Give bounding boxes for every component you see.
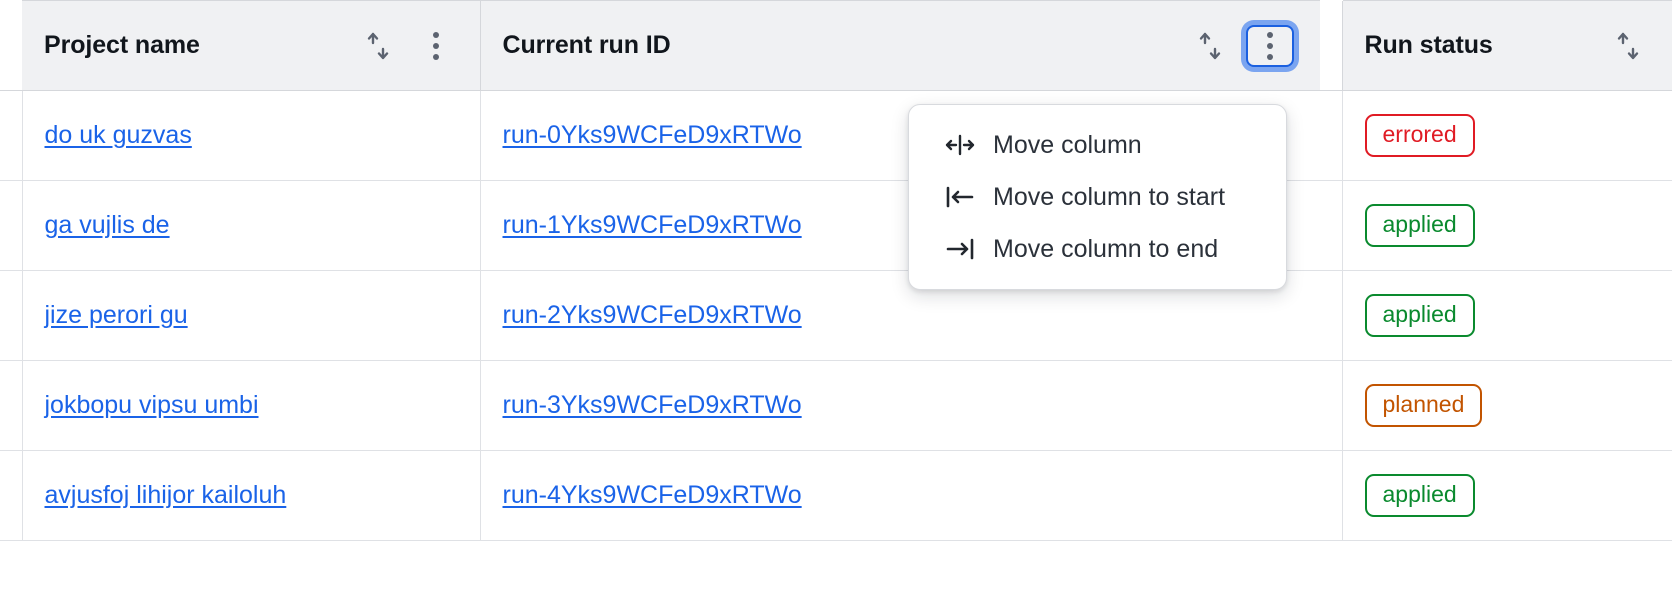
cell-run-status: applied (1341, 270, 1672, 361)
project-name-link[interactable]: do uk guzvas (44, 121, 192, 149)
current-run-id-link[interactable]: run-4Yks9WCFeD9xRTWo (502, 481, 802, 509)
status-badge: planned (1364, 384, 1483, 427)
project-name-link[interactable]: jokbopu vipsu umbi (44, 391, 259, 419)
current-run-id-link[interactable]: run-3Yks9WCFeD9xRTWo (502, 391, 802, 419)
sort-icon-project-name[interactable] (356, 24, 400, 68)
row-select-cell[interactable] (0, 360, 23, 451)
row-select-cell[interactable] (0, 180, 23, 271)
spacer-cell (1320, 360, 1343, 451)
column-header-label-current-run-id: Current run ID (502, 31, 671, 59)
table-row: do uk guzvas run-0Yks9WCFeD9xRTWo errored (0, 90, 1672, 181)
project-name-link[interactable]: jize perori gu (44, 301, 188, 329)
spacer-header-cell (1320, 0, 1342, 91)
cell-run-status: applied (1341, 450, 1672, 541)
more-options-icon-current-run-id[interactable] (1246, 24, 1294, 67)
table-row: jokbopu vipsu umbi run-3Yks9WCFeD9xRTWo pl… (0, 360, 1672, 451)
more-options-icon-project-name[interactable] (414, 24, 458, 68)
spacer-cell (1320, 450, 1343, 541)
column-header-current-run-id[interactable]: Current run ID (479, 0, 1320, 91)
column-context-menu[interactable]: Move column Move column to start Move co… (908, 104, 1287, 290)
move-column-icon (945, 130, 975, 160)
current-run-id-link[interactable]: run-0Yks9WCFeD9xRTWo (502, 121, 802, 149)
move-column-to-end-icon (945, 234, 975, 264)
spacer-cell (1320, 180, 1343, 271)
kebab-dots-icon (432, 31, 439, 60)
status-badge: applied (1364, 204, 1475, 247)
cell-project-name: jize perori gu (22, 270, 480, 361)
column-tools-current-run-id (1188, 24, 1298, 68)
column-header-project-name[interactable]: Project name (22, 0, 480, 91)
menu-item-move-column[interactable]: Move column (909, 119, 1286, 171)
table-body: do uk guzvas run-0Yks9WCFeD9xRTWo errored g… (0, 90, 1672, 541)
row-select-cell[interactable] (0, 270, 23, 361)
cell-run-status: applied (1341, 180, 1672, 271)
current-run-id-link[interactable]: run-2Yks9WCFeD9xRTWo (502, 301, 802, 329)
row-select-cell[interactable] (0, 450, 23, 541)
menu-item-label-move-column-to-start: Move column to start (993, 182, 1226, 211)
table-row: jize perori gu run-2Yks9WCFeD9xRTWo applie… (0, 270, 1672, 361)
column-header-label-project-name: Project name (44, 31, 200, 59)
spacer-cell (1320, 90, 1343, 181)
current-run-id-link[interactable]: run-1Yks9WCFeD9xRTWo (502, 211, 802, 239)
table-row: ga vujlis de run-1Yks9WCFeD9xRTWo applied (0, 180, 1672, 271)
column-header-run-status[interactable]: Run status (1341, 0, 1672, 91)
kebab-dots-icon-focused (1267, 31, 1273, 60)
cell-current-run-id: run-4Yks9WCFeD9xRTWo (479, 450, 1320, 541)
column-header-label-run-status: Run status (1364, 31, 1493, 59)
table-row: avjusfoj lihijor kailoluh run-4Yks9WCFeD9… (0, 450, 1672, 541)
cell-run-status: planned (1341, 360, 1672, 451)
column-tools-run-status (1606, 24, 1650, 68)
project-name-link[interactable]: ga vujlis de (44, 211, 170, 239)
menu-item-label-move-column-to-end: Move column to end (993, 234, 1219, 263)
row-select-header-cell (0, 0, 22, 91)
table-header-row: Project name (0, 0, 1672, 91)
cell-project-name: ga vujlis de (22, 180, 480, 271)
status-badge: errored (1364, 114, 1475, 157)
sort-icon-current-run-id[interactable] (1188, 24, 1232, 68)
menu-item-move-column-to-start[interactable]: Move column to start (909, 171, 1286, 223)
column-tools-project-name (356, 24, 458, 68)
project-name-link[interactable]: avjusfoj lihijor kailoluh (44, 481, 287, 509)
cell-project-name: avjusfoj lihijor kailoluh (22, 450, 480, 541)
menu-item-label-move-column: Move column (993, 130, 1142, 159)
cell-current-run-id: run-3Yks9WCFeD9xRTWo (479, 360, 1320, 451)
spacer-cell (1320, 270, 1343, 361)
cell-project-name: do uk guzvas (22, 90, 480, 181)
projects-table: Project name (0, 0, 1672, 541)
sort-icon-run-status[interactable] (1606, 24, 1650, 68)
menu-item-move-column-to-end[interactable]: Move column to end (909, 223, 1286, 275)
table-header: Project name (0, 0, 1672, 91)
status-badge: applied (1364, 474, 1475, 517)
status-badge: applied (1364, 294, 1475, 337)
cell-run-status: errored (1341, 90, 1672, 181)
row-select-cell[interactable] (0, 90, 23, 181)
cell-project-name: jokbopu vipsu umbi (22, 360, 480, 451)
move-column-to-start-icon (945, 182, 975, 212)
